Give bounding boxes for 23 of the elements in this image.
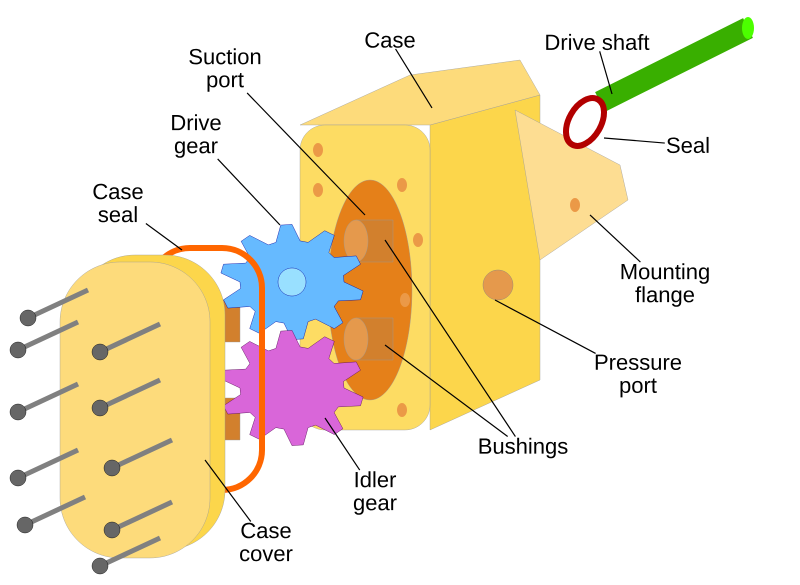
leader-line <box>494 299 596 354</box>
leader-line <box>146 223 182 250</box>
leader-line <box>217 158 280 226</box>
part-label: Idler gear <box>354 471 397 515</box>
part-label: Case <box>365 32 415 48</box>
part-label: Case seal <box>93 184 143 222</box>
part-label: Mounting flange <box>622 263 709 307</box>
leader-line <box>604 137 665 144</box>
part-label: Suction port <box>189 48 260 92</box>
leader-line <box>384 344 508 438</box>
part-label: Pressure port <box>596 354 682 398</box>
leader-line <box>324 418 360 470</box>
leader-line <box>246 92 366 216</box>
leader-line <box>395 48 433 108</box>
part-label: Drive gear <box>172 114 221 158</box>
part-label: Case cover <box>240 522 293 562</box>
leader-line <box>384 240 516 437</box>
leader-line <box>204 460 252 522</box>
part-label: Drive shaft <box>546 34 650 50</box>
leader-line <box>599 51 613 94</box>
part-label: Seal <box>667 136 709 154</box>
leader-line <box>590 214 641 262</box>
part-label: Bushings <box>480 438 568 458</box>
